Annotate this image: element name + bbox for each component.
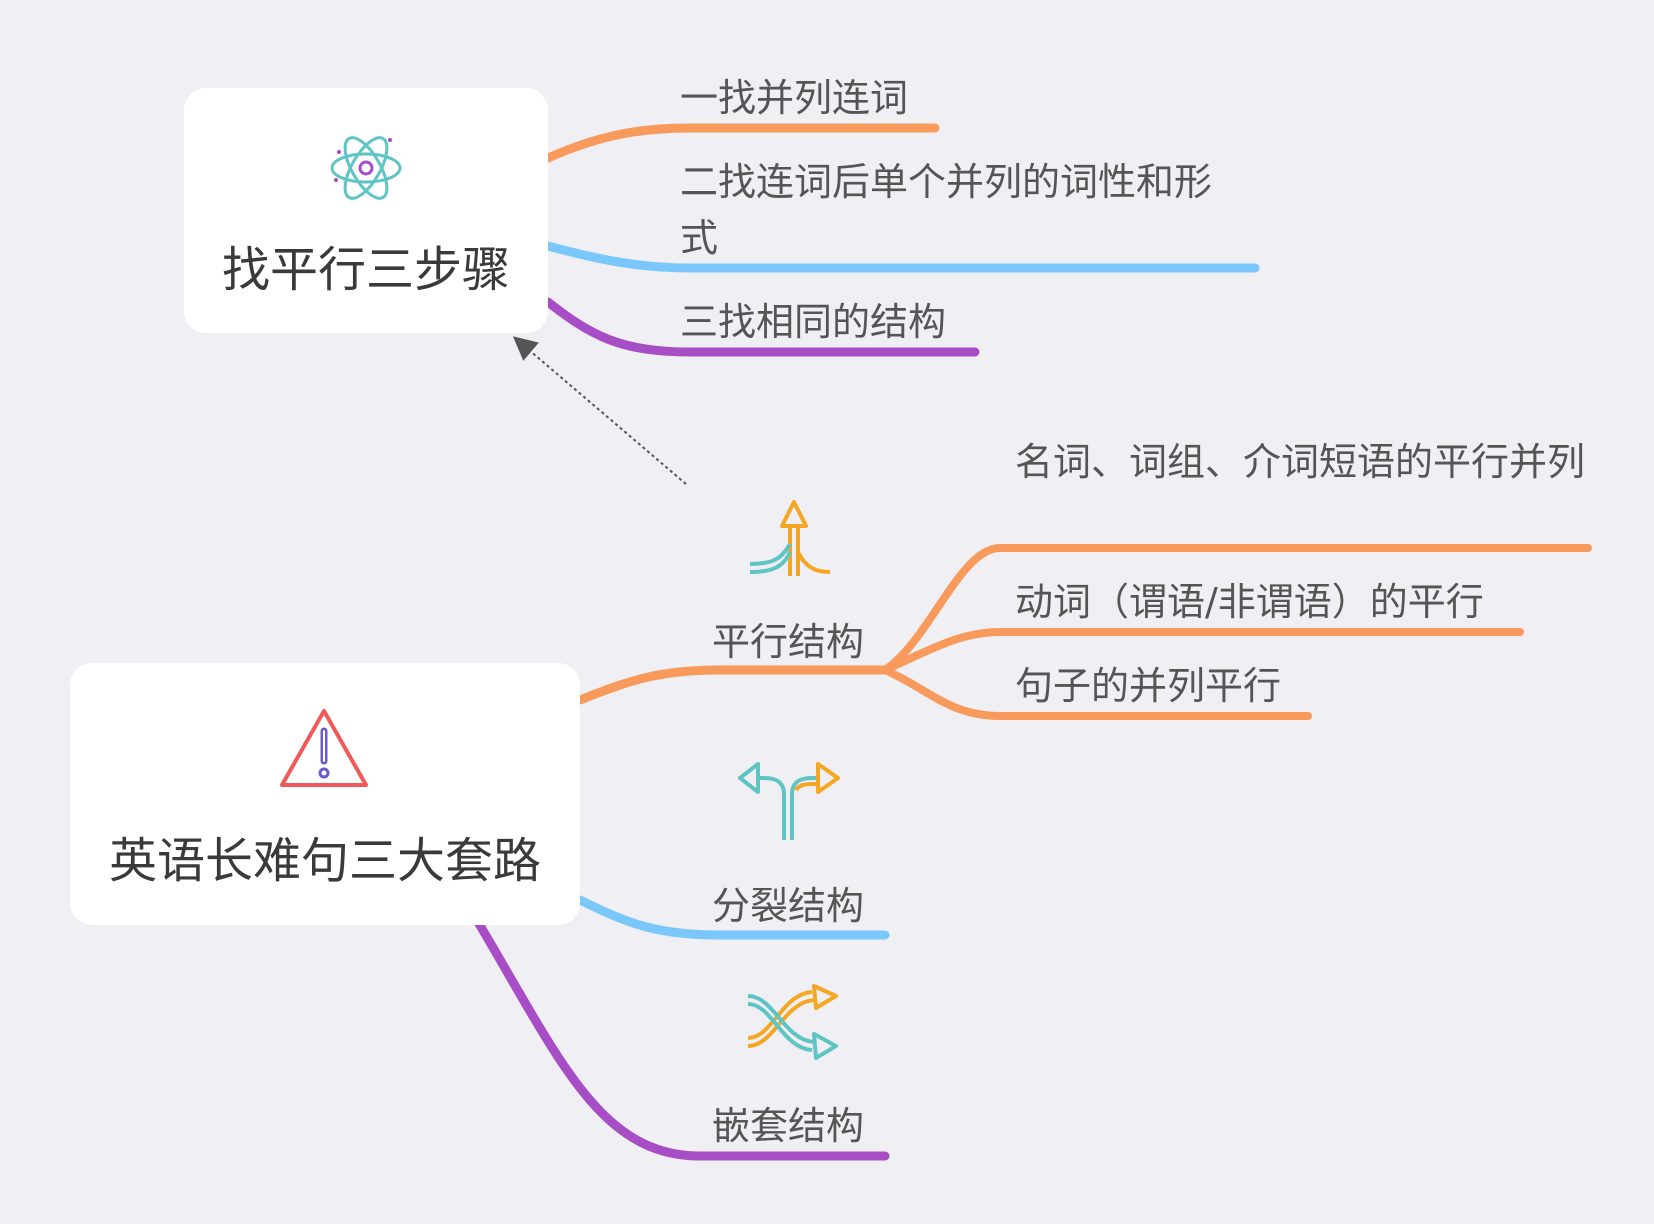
branch-steps-1: [543, 123, 940, 163]
parallel-child-3[interactable]: 句子的并列平行: [1015, 664, 1282, 708]
branch-steps-3: [543, 297, 980, 357]
warning-icon: [280, 709, 368, 787]
branch-steps-2: [543, 241, 1260, 273]
parallel-child-1[interactable]: 名词、词组、介词短语的平行并列: [1015, 440, 1586, 484]
steps-child-1[interactable]: 一找并列连词: [680, 76, 909, 120]
branch-parallel-1: [881, 544, 1592, 674]
root-card[interactable]: 英语长难句三大套路: [70, 663, 580, 925]
branch-root-1: [575, 665, 890, 705]
root-title: 英语长难句三大套路: [108, 833, 541, 889]
steps-title: 找平行三步骤: [221, 242, 510, 298]
merge-arrow-icon: [749, 500, 831, 576]
branch-root-2: [575, 895, 890, 940]
root-child-parallel[interactable]: 平行结构: [712, 620, 865, 664]
branch-parallel-3: [881, 666, 1312, 720]
relation-arrow: [512, 336, 687, 485]
steps-child-2[interactable]: 二找连词后单个并列的词性和形式: [680, 160, 1213, 260]
steps-child-3[interactable]: 三找相同的结构: [680, 300, 947, 344]
parallel-child-2[interactable]: 动词（谓语/非谓语）的平行: [1015, 580, 1484, 624]
branch-root-3: [473, 917, 890, 1161]
steps-card[interactable]: 找平行三步骤: [184, 88, 548, 333]
branch-parallel-2: [881, 628, 1524, 674]
split-arrow-icon: [738, 762, 840, 840]
shuffle-icon: [747, 984, 838, 1060]
root-child-nested[interactable]: 嵌套结构: [712, 1104, 865, 1148]
root-child-split[interactable]: 分裂结构: [712, 884, 865, 928]
atom-icon: [330, 136, 402, 200]
